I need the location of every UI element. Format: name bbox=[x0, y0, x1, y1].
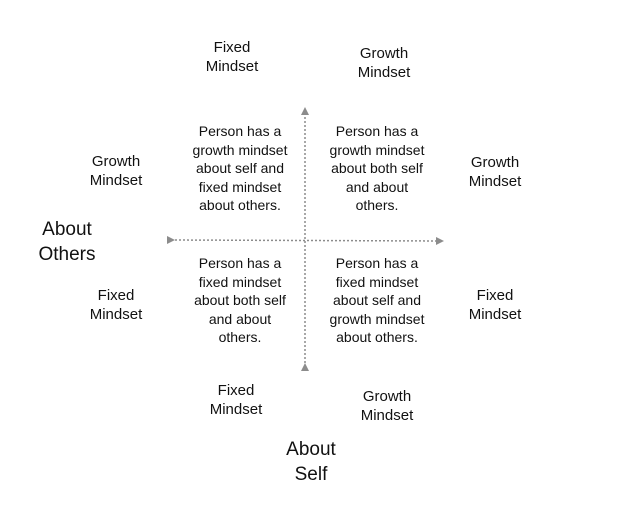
bottom-left-label: Fixed Mindset bbox=[209, 382, 263, 418]
left-top-label: Growth Mindset bbox=[89, 153, 143, 189]
quadrant-bottom-left: Person has a fixed mindset about both se… bbox=[194, 255, 286, 345]
right-top-label: Growth Mindset bbox=[468, 154, 522, 190]
quadrant-top-right: Person has a growth mindset about both s… bbox=[329, 123, 425, 213]
bottom-right-label: Growth Mindset bbox=[360, 388, 414, 424]
left-bottom-label: Fixed Mindset bbox=[89, 287, 143, 323]
quadrant-bottom-right: Person has a fixed mindset about self an… bbox=[329, 255, 425, 345]
top-right-label: Growth Mindset bbox=[357, 45, 411, 81]
horizontal-axis bbox=[166, 235, 444, 245]
about-self-title: About Self bbox=[286, 439, 336, 485]
quadrant-top-left: Person has a growth mindset about self a… bbox=[192, 123, 288, 213]
right-bottom-label: Fixed Mindset bbox=[468, 287, 522, 323]
about-others-title: About Others bbox=[38, 219, 96, 265]
top-left-label: Fixed Mindset bbox=[205, 39, 259, 75]
